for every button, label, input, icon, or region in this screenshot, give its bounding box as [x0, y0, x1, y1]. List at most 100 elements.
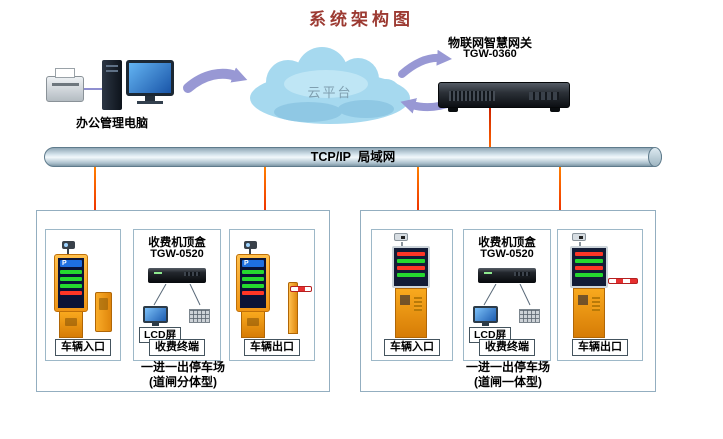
settop-device-icon — [478, 268, 536, 283]
machine-base — [395, 288, 427, 338]
led-row — [397, 252, 425, 256]
machine-base — [573, 288, 605, 338]
camera-icon — [394, 233, 408, 248]
connector-lines — [153, 284, 201, 306]
printer-slot — [52, 83, 79, 86]
monitor-icon — [126, 60, 174, 96]
led-display-machine: P — [236, 241, 270, 338]
exit-box: P 车辆出口 — [229, 229, 315, 361]
entrance-label: 车辆入口 — [384, 339, 440, 356]
machine-base — [241, 312, 265, 338]
led-row — [575, 273, 603, 277]
cloud-icon — [250, 47, 410, 124]
page-title: 系统架构图 — [309, 10, 414, 29]
led-logo-row: P — [242, 260, 264, 267]
led-row — [60, 277, 82, 281]
bus-drop-line — [264, 167, 266, 211]
gateway-server-icon — [438, 82, 570, 108]
parking-group-split: P 车辆入口 收费机顶盒 TGW-0520 — [36, 210, 330, 392]
led-row — [397, 259, 425, 263]
settop-device-icon — [148, 268, 206, 283]
lan-bus-label: TCP/IP 局域网 — [310, 150, 396, 164]
printer-paper — [55, 68, 75, 78]
group-caption: 一进一出停车场 (道闸一体型) — [361, 360, 655, 390]
led-row — [397, 266, 425, 270]
led-row — [575, 266, 603, 270]
led-screen — [570, 246, 608, 288]
gateway-bus-line — [489, 108, 491, 148]
server-foot — [448, 108, 458, 112]
bus-drop-line — [94, 167, 96, 211]
settop-model: TGW-0520 — [480, 248, 534, 260]
exit-label: 车辆出口 — [572, 339, 628, 356]
monitor-base — [137, 101, 163, 104]
integrated-gate-machine — [392, 233, 430, 338]
barrier-post-icon — [288, 282, 298, 334]
lcd-screen-icon — [143, 306, 168, 326]
control-cabinet-icon — [95, 292, 112, 332]
led-row — [60, 284, 82, 288]
terminal-label: 收费终端 — [479, 339, 535, 356]
gateway-model: TGW-0360 — [463, 48, 517, 60]
keypad-icon — [519, 309, 540, 323]
led-screen: P — [240, 258, 266, 308]
led-row — [575, 252, 603, 256]
entrance-box: 车辆入口 — [371, 229, 453, 361]
cloud-label: 云平台 — [307, 85, 353, 100]
integrated-gate-machine — [570, 233, 608, 338]
machine-base — [59, 312, 83, 338]
exit-box: 车辆出口 — [557, 229, 643, 361]
lan-bus: TCP/IP 局域网 — [44, 147, 662, 167]
caption-line2: (道闸分体型) — [149, 375, 217, 389]
led-logo-row: P — [60, 260, 82, 267]
led-display-machine: P — [54, 241, 88, 338]
printer-icon — [46, 68, 84, 102]
keypad-icon — [189, 309, 210, 323]
led-screen: P — [58, 258, 84, 308]
led-row — [60, 270, 82, 274]
bus-drop-line — [559, 167, 561, 211]
machine-head: P — [54, 254, 88, 312]
monitor-stand — [145, 96, 155, 101]
computer-label: 办公管理电脑 — [75, 116, 148, 130]
settop-title: 收费机顶盒 — [478, 237, 536, 249]
terminal-label: 收费终端 — [149, 339, 205, 356]
settop-box: 收费机顶盒 TGW-0520 LCD屏 收费终端 — [463, 229, 551, 361]
led-row — [60, 291, 82, 295]
settop-box: 收费机顶盒 TGW-0520 LCD屏 收费终端 — [133, 229, 221, 361]
caption-line1: 一进一出停车场 — [465, 360, 550, 374]
connector-lines — [483, 284, 531, 306]
server-vent — [449, 91, 495, 101]
gateway-label: 物联网智慧网关 — [447, 36, 532, 50]
arrow-computer-to-cloud-icon — [183, 67, 248, 93]
settop-model: TGW-0520 — [150, 248, 204, 260]
led-row — [242, 270, 264, 274]
cable-line — [84, 88, 102, 90]
caption-line2: (道闸一体型) — [474, 375, 542, 389]
led-row — [575, 259, 603, 263]
computer-tower-icon — [102, 60, 122, 110]
parking-group-integrated: 车辆入口 收费机顶盒 TGW-0520 LCD屏 收费终端 — [360, 210, 656, 392]
led-row — [242, 284, 264, 288]
led-screen — [392, 246, 430, 288]
settop-title: 收费机顶盒 — [148, 237, 206, 249]
entrance-label: 车辆入口 — [55, 339, 111, 356]
camera-icon — [244, 241, 257, 255]
arrow-cloud-to-gateway-icon — [398, 49, 452, 78]
lan-bus-endcap — [648, 147, 662, 167]
exit-label: 车辆出口 — [244, 339, 300, 356]
camera-icon — [572, 233, 586, 248]
server-ports — [529, 92, 559, 100]
led-row — [242, 291, 264, 295]
led-row — [242, 277, 264, 281]
machine-head: P — [236, 254, 270, 312]
entrance-box: P 车辆入口 — [45, 229, 121, 361]
barrier-arm-icon — [608, 278, 638, 284]
caption-line1: 一进一出停车场 — [140, 360, 225, 374]
server-foot — [550, 108, 560, 112]
barrier-arm-icon — [290, 286, 312, 292]
group-caption: 一进一出停车场 (道闸分体型) — [37, 360, 329, 390]
bus-drop-line — [417, 167, 419, 211]
led-row — [397, 273, 425, 277]
